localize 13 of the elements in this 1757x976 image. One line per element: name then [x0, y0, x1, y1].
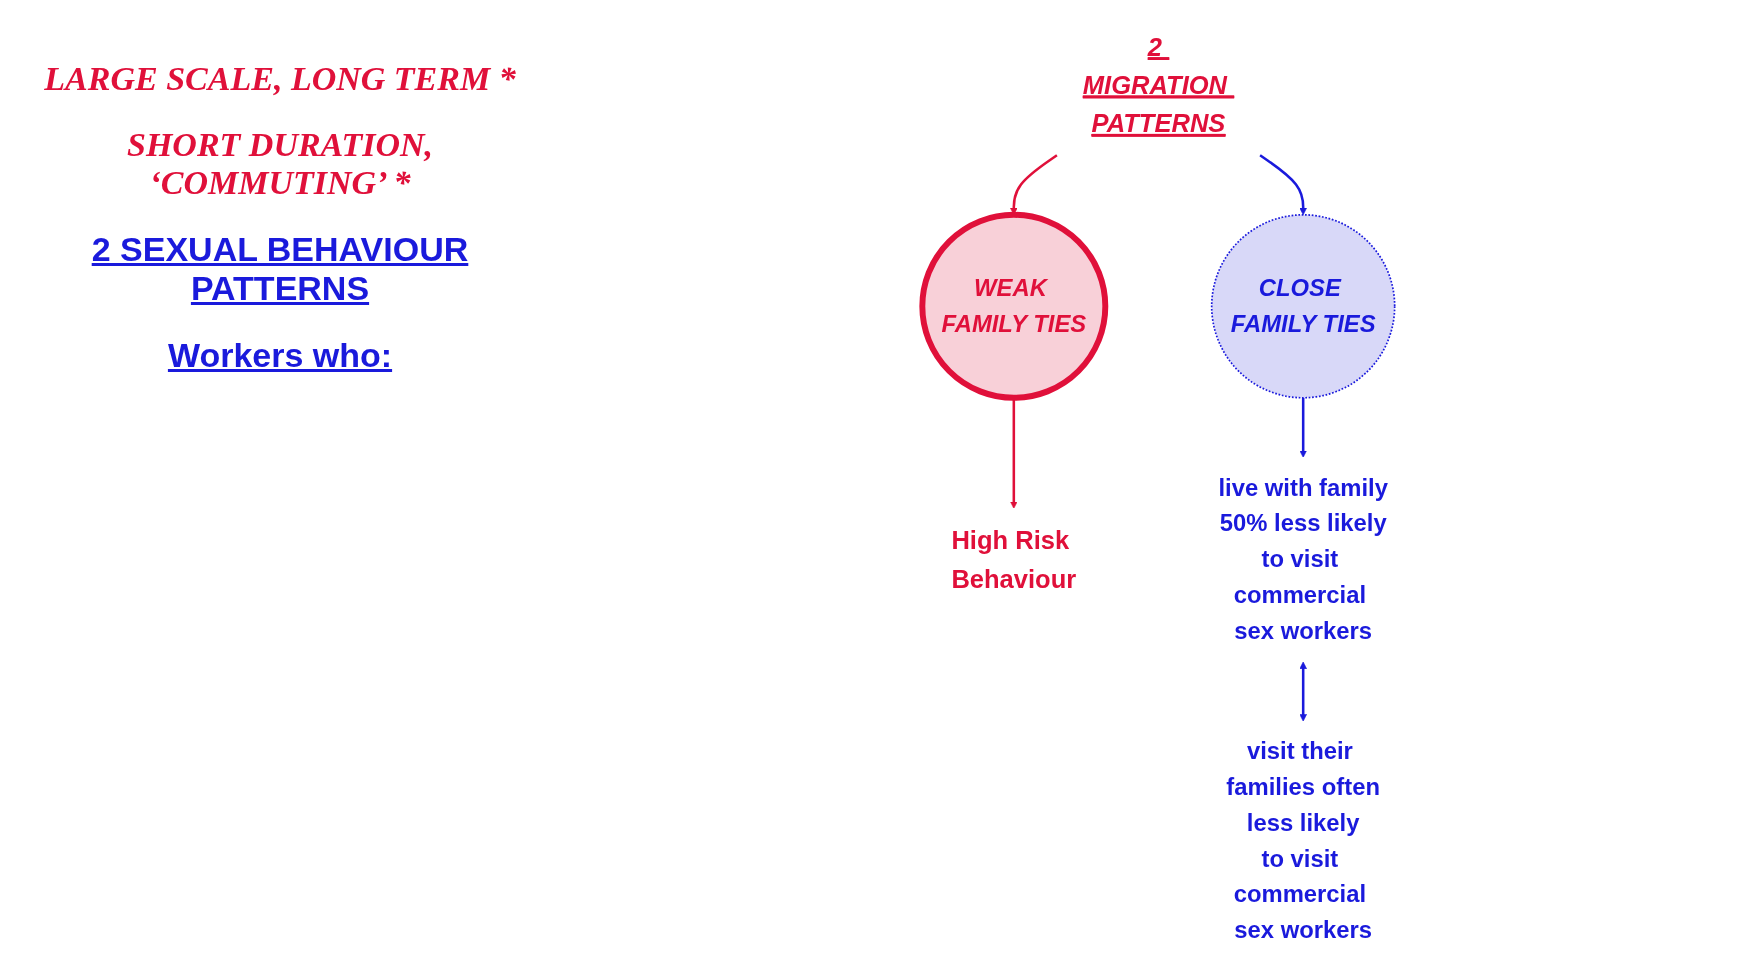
arrow	[1299, 397, 1307, 458]
node-circle: CLOSE FAMILY TIES	[1210, 213, 1396, 399]
node-text: High Risk Behaviour	[951, 526, 1077, 593]
node-text: visit their families often less likely to visit commercial sex workers	[1226, 738, 1380, 944]
node-text: live with family 50% less likely to visit commercial sex workers	[1218, 474, 1388, 644]
node-text: 2 MIGRATION PATTERNS	[1082, 32, 1228, 138]
arrow	[1299, 661, 1307, 722]
section-heading: 2 SEXUAL BEHAVIOUR PATTERNS	[90, 230, 470, 308]
section-heading: Workers who:	[167, 336, 393, 375]
arrow	[1259, 154, 1307, 216]
node-circle: WEAK FAMILY TIES	[919, 211, 1109, 401]
migration-pattern-note: LARGE SCALE, LONG TERM *	[44, 60, 516, 98]
migration-pattern-note: SHORT DURATION, ‘COMMUTING’ *	[125, 126, 435, 202]
